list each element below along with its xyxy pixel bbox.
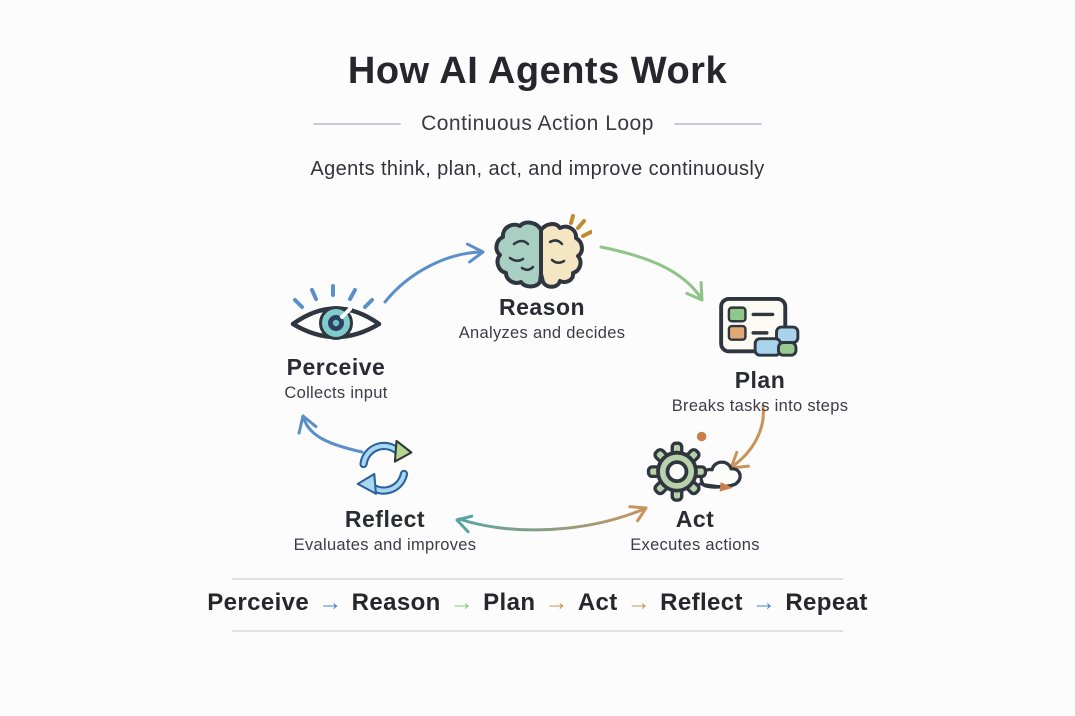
arrow-right-icon: → bbox=[318, 589, 343, 616]
legend-strip: Perceive → Reason → Plan → Act → Reflect → Repeat bbox=[0, 589, 1075, 617]
eye-icon bbox=[290, 284, 382, 340]
node-perceive-description: Collects input bbox=[284, 384, 388, 402]
node-reason: Reason Analyzes and decides bbox=[437, 214, 647, 343]
node-plan: Plan Breaks tasks into steps bbox=[635, 295, 885, 416]
legend-step-act: Act bbox=[577, 589, 618, 616]
legend-step-plan: Plan bbox=[483, 589, 536, 616]
dot-accent bbox=[696, 431, 707, 442]
legend-step-perceive: Perceive bbox=[207, 589, 310, 616]
page-title: How AI Agents Work bbox=[347, 50, 728, 92]
legend-step-reflect: Reflect bbox=[660, 589, 743, 616]
node-act-description: Executes actions bbox=[630, 536, 760, 554]
arrow-right-icon: → bbox=[626, 589, 652, 616]
cycle-arrows-icon bbox=[356, 439, 413, 495]
subtitle-divider-right bbox=[673, 123, 762, 125]
legend-step-reason: Reason bbox=[351, 589, 441, 616]
subtitle-row: Continuous Action Loop bbox=[0, 112, 1075, 136]
node-reason-description: Analyzes and decides bbox=[458, 324, 626, 342]
gear-cloud-icon bbox=[646, 431, 742, 502]
node-perceive: Perceive Collects input bbox=[236, 284, 436, 403]
legend-divider-top bbox=[232, 578, 843, 580]
arrow-right-icon: → bbox=[544, 589, 569, 616]
node-plan-label: Plan bbox=[734, 367, 786, 393]
node-reason-label: Reason bbox=[498, 294, 586, 320]
arrow-right-icon: → bbox=[751, 589, 777, 616]
legend-step-repeat: Repeat bbox=[785, 589, 868, 616]
page-subtitle: Continuous Action Loop bbox=[421, 112, 654, 135]
node-act-label: Act bbox=[675, 506, 715, 532]
brain-icon bbox=[494, 214, 592, 289]
tagline: Agents think, plan, act, and improve con… bbox=[310, 158, 765, 180]
arrow-right-icon: → bbox=[449, 589, 475, 616]
legend-divider-bottom bbox=[232, 630, 843, 632]
node-reflect-description: Evaluates and improves bbox=[293, 536, 477, 554]
node-reflect: Reflect Evaluates and improves bbox=[270, 436, 500, 555]
node-plan-description: Breaks tasks into steps bbox=[671, 397, 849, 415]
node-perceive-label: Perceive bbox=[286, 354, 386, 380]
gear-icon bbox=[646, 441, 708, 502]
subtitle-divider-left bbox=[313, 123, 402, 125]
task-board-icon bbox=[719, 296, 800, 357]
node-act: Act Executes actions bbox=[590, 428, 800, 555]
node-reflect-label: Reflect bbox=[344, 506, 426, 532]
